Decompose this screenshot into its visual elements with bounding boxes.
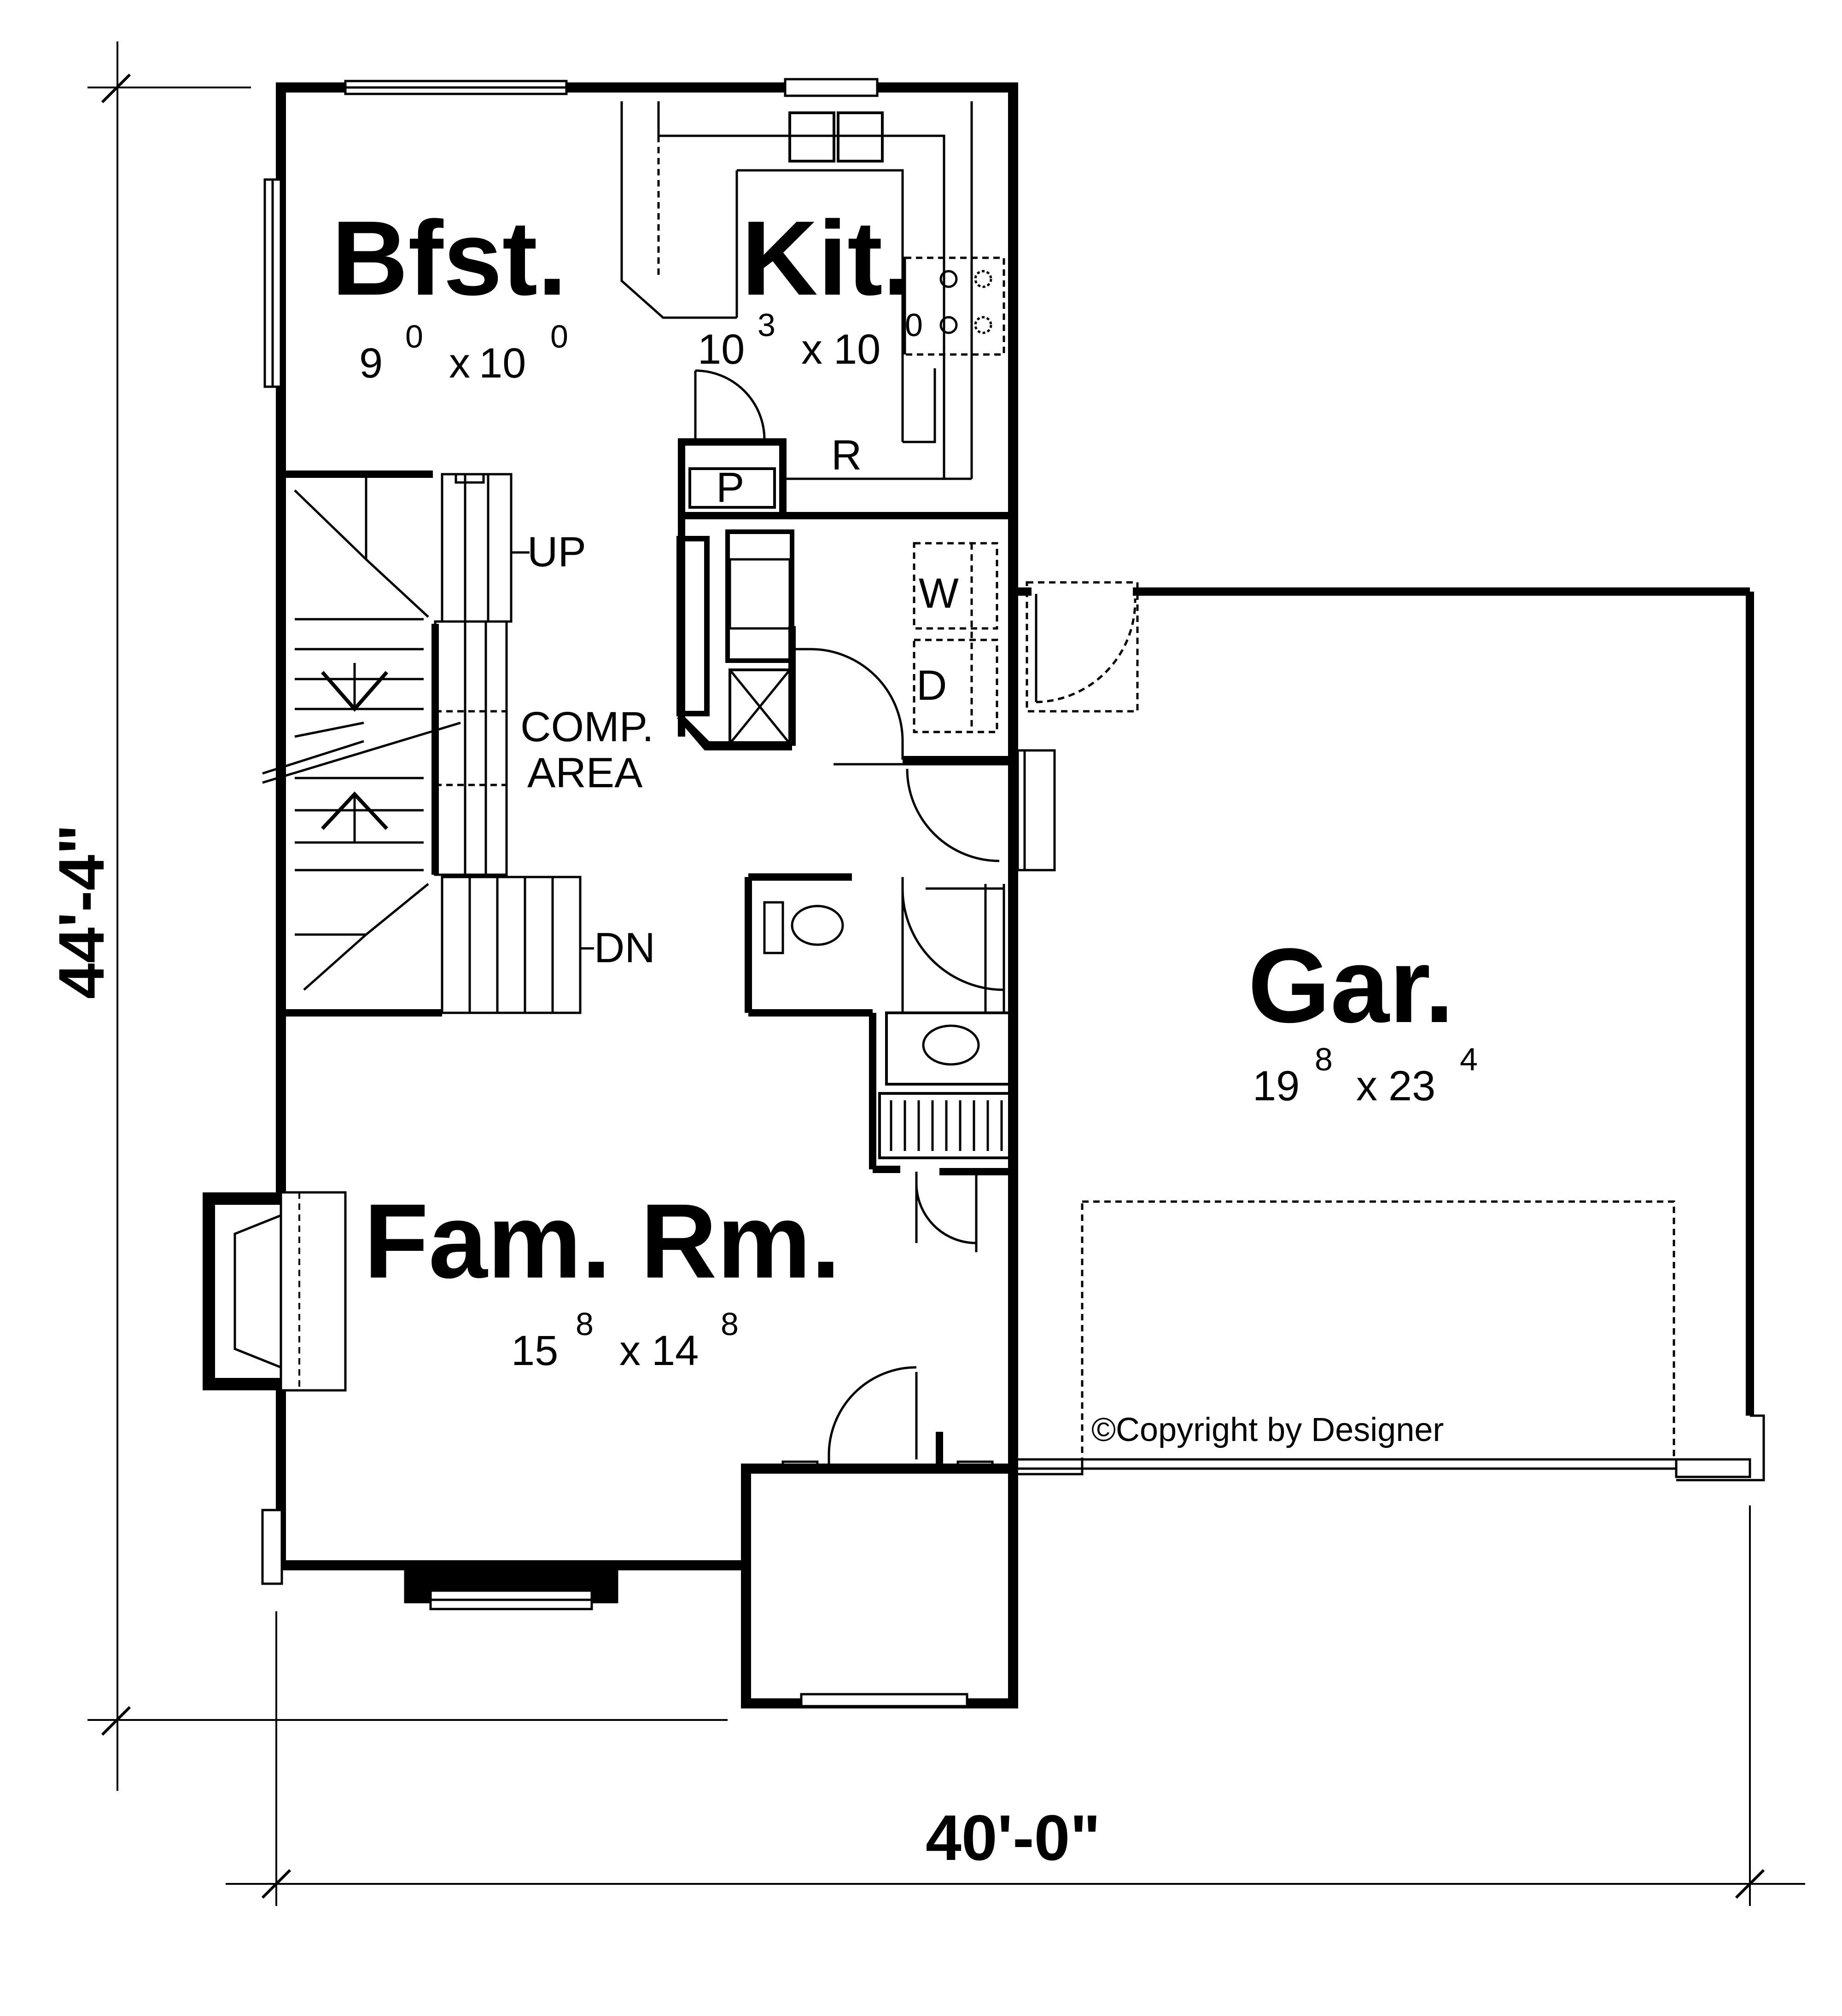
fireplace <box>203 1191 347 1392</box>
garage-x: x <box>1356 1063 1377 1110</box>
powder-room <box>763 877 1014 1252</box>
laundry <box>725 529 998 760</box>
fixture-labels: P R W D UP DN COMP. AREA ©Copyright by D… <box>520 432 1444 1448</box>
pantry-label: P <box>716 464 744 511</box>
garage-width-ft: 19 <box>1253 1063 1300 1110</box>
windows <box>261 78 968 1708</box>
breakfast-x: x <box>449 340 470 387</box>
garage-width-in: 8 <box>1315 1041 1333 1077</box>
stairs <box>262 473 594 1014</box>
family-width-ft: 15 <box>511 1327 558 1374</box>
kitchen-width-in: 3 <box>758 307 775 343</box>
kitchen-depth-ft: 10 <box>834 326 880 373</box>
kitchen-width-ft: 10 <box>698 326 745 373</box>
dimension-lines <box>87 41 1805 1906</box>
kitchen-name: Kit. <box>741 199 912 317</box>
room-label-kitchen: Kit. 10 3 x 10 0 <box>698 199 923 373</box>
stairs-up-label: UP <box>527 529 586 575</box>
breakfast-depth-ft: 10 <box>479 340 526 387</box>
comp-area-line1: COMP. <box>520 703 654 750</box>
breakfast-width-ft: 9 <box>359 340 383 387</box>
overall-depth: 44'-4" <box>45 824 117 999</box>
breakfast-width-in: 0 <box>405 319 423 354</box>
garage-depth-ft: 23 <box>1388 1063 1435 1110</box>
entry-door <box>781 749 1056 1473</box>
family-name: Fam. Rm. <box>364 1182 840 1300</box>
family-depth-ft: 14 <box>652 1327 699 1374</box>
room-label-garage: Gar. 19 8 x 23 4 <box>1248 926 1478 1110</box>
copyright-notice: ©Copyright by Designer <box>1091 1412 1444 1448</box>
breakfast-name: Bfst. <box>332 199 567 317</box>
refrigerator-label: R <box>831 432 862 479</box>
overall-width: 40'-0" <box>926 1801 1101 1874</box>
kitchen-counters <box>620 101 1005 480</box>
breakfast-depth-in: 0 <box>550 319 568 354</box>
kitchen-depth-in: 0 <box>905 307 923 343</box>
comp-area-line2: AREA <box>527 749 643 796</box>
kitchen-x: x <box>801 326 822 373</box>
stairs-down-label: DN <box>594 924 655 971</box>
pantry-door <box>694 369 766 442</box>
garage-name: Gar. <box>1248 926 1454 1045</box>
garage-door <box>1012 581 1765 1481</box>
family-depth-in: 8 <box>721 1306 739 1342</box>
garage-walls <box>1009 587 1754 1469</box>
dryer-label: D <box>916 662 947 709</box>
washer-label: W <box>919 570 959 617</box>
garage-depth-in: 4 <box>1460 1041 1478 1077</box>
family-x: x <box>619 1327 641 1374</box>
room-label-breakfast: Bfst. 9 0 x 10 0 <box>332 199 568 387</box>
family-width-in: 8 <box>576 1306 594 1342</box>
room-label-family: Fam. Rm. 15 8 x 14 8 <box>364 1182 840 1374</box>
